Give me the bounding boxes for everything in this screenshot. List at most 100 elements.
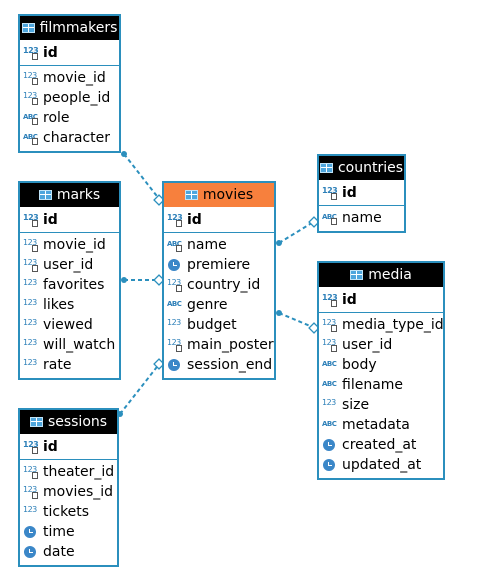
column-name: premiere xyxy=(187,257,251,273)
column-name: genre xyxy=(187,297,228,313)
column-name: time xyxy=(43,524,75,540)
table-title: filmmakers xyxy=(39,20,118,36)
column-row[interactable]: updated_at xyxy=(319,455,443,475)
column-row[interactable]: likes xyxy=(20,295,119,315)
numeric-icon xyxy=(167,318,183,332)
link-end-filmmakers xyxy=(121,151,127,157)
column-row[interactable]: tickets xyxy=(20,502,117,522)
table-title: countries xyxy=(337,160,404,176)
column-row[interactable]: theater_id xyxy=(20,462,117,482)
numeric-key-icon xyxy=(23,46,39,60)
table-header-movies[interactable]: movies xyxy=(164,183,274,207)
column-row[interactable]: movie_id xyxy=(20,68,119,88)
text-icon xyxy=(322,358,338,372)
link-movies-countries[interactable] xyxy=(278,220,316,244)
column-row[interactable]: rate xyxy=(20,355,119,375)
numeric-key-icon xyxy=(23,213,39,227)
primary-key-section: id xyxy=(20,40,119,66)
numeric-icon xyxy=(23,505,39,519)
link-diamond-filmmakers xyxy=(153,194,165,206)
column-row[interactable]: name xyxy=(319,208,404,228)
column-row[interactable]: session_end xyxy=(164,355,274,375)
datetime-icon xyxy=(167,258,183,272)
column-name: metadata xyxy=(342,417,410,433)
column-row[interactable]: user_id xyxy=(20,255,119,275)
column-row[interactable]: favorites xyxy=(20,275,119,295)
columns-list: movie_iduser_idfavoriteslikes viewed will_… xyxy=(20,233,119,378)
text-key-icon xyxy=(167,238,183,252)
column-row[interactable]: main_poster xyxy=(164,335,274,355)
column-row[interactable]: size xyxy=(319,395,443,415)
columns-list: theater_id movies_idtickets time date xyxy=(20,460,117,565)
column-name: character xyxy=(43,130,111,146)
link-filmmakers-movies[interactable] xyxy=(123,153,161,201)
column-row[interactable]: user_id xyxy=(319,335,443,355)
table-header-media[interactable]: media xyxy=(319,263,443,287)
column-row-id[interactable]: id xyxy=(20,207,119,232)
table-header-marks[interactable]: marks xyxy=(20,183,119,207)
table-icon xyxy=(38,190,52,200)
numeric-key-icon xyxy=(322,318,338,332)
column-row[interactable]: movie_id xyxy=(20,235,119,255)
table-marks[interactable]: marksid movie_iduser_idfavoriteslikes view… xyxy=(18,181,121,380)
column-row[interactable]: country_id xyxy=(164,275,274,295)
numeric-icon xyxy=(23,278,39,292)
column-name: theater_id xyxy=(43,464,115,480)
datetime-icon xyxy=(23,545,39,559)
column-row-id[interactable]: id xyxy=(20,434,117,459)
link-end-movies-media xyxy=(276,310,282,316)
column-row[interactable]: genre xyxy=(164,295,274,315)
column-name: will_watch xyxy=(43,337,116,353)
table-countries[interactable]: countries id name xyxy=(317,154,406,233)
table-header-sessions[interactable]: sessions xyxy=(20,410,117,434)
text-key-icon xyxy=(23,131,39,145)
numeric-key-icon xyxy=(167,338,183,352)
column-row-id[interactable]: id xyxy=(319,180,404,205)
column-name: session_end xyxy=(187,357,273,373)
table-sessions[interactable]: sessionsid theater_id movies_idtickets time… xyxy=(18,408,119,567)
column-row[interactable]: people_id xyxy=(20,88,119,108)
table-media[interactable]: mediaid media_type_id user_idbodyfilename s… xyxy=(317,261,445,480)
link-movies-media[interactable] xyxy=(278,312,316,329)
column-row-id[interactable]: id xyxy=(319,287,443,312)
table-movies[interactable]: moviesid name premiere country_idgenre budge… xyxy=(162,181,276,380)
table-header-filmmakers[interactable]: filmmakers xyxy=(20,16,119,40)
column-name: id xyxy=(43,44,58,61)
columns-list: name xyxy=(319,206,404,231)
primary-key-section: id xyxy=(319,180,404,206)
numeric-key-icon xyxy=(322,186,338,200)
column-row[interactable]: budget xyxy=(164,315,274,335)
column-name: updated_at xyxy=(342,457,422,473)
link-sessions-movies[interactable] xyxy=(119,362,161,415)
column-row[interactable]: movies_id xyxy=(20,482,117,502)
column-row[interactable]: body xyxy=(319,355,443,375)
column-name: user_id xyxy=(342,337,393,353)
column-name: size xyxy=(342,397,370,413)
column-row[interactable]: role xyxy=(20,108,119,128)
primary-key-section: id xyxy=(20,207,119,233)
column-name: name xyxy=(342,210,382,226)
column-row[interactable]: created_at xyxy=(319,435,443,455)
column-row[interactable]: character xyxy=(20,128,119,148)
column-row[interactable]: premiere xyxy=(164,255,274,275)
column-row-id[interactable]: id xyxy=(164,207,274,232)
column-row-id[interactable]: id xyxy=(20,40,119,65)
column-name: id xyxy=(187,211,202,228)
numeric-key-icon xyxy=(322,293,338,307)
column-row[interactable]: media_type_id xyxy=(319,315,444,335)
column-row[interactable]: filename xyxy=(319,375,443,395)
numeric-key-icon xyxy=(23,91,39,105)
numeric-key-icon xyxy=(23,258,39,272)
table-header-countries[interactable]: countries xyxy=(319,156,404,180)
column-row[interactable]: name xyxy=(164,235,274,255)
column-row[interactable]: will_watch xyxy=(20,335,119,355)
table-filmmakers[interactable]: filmmakers id movie_idpeople_idrole charact… xyxy=(18,14,121,153)
table-icon xyxy=(184,190,198,200)
column-row[interactable]: time xyxy=(20,522,117,542)
table-title: movies xyxy=(202,187,254,203)
column-row[interactable]: viewed xyxy=(20,315,119,335)
column-name: viewed xyxy=(43,317,93,333)
column-row[interactable]: metadata xyxy=(319,415,443,435)
table-icon xyxy=(29,417,43,427)
column-row[interactable]: date xyxy=(20,542,117,562)
